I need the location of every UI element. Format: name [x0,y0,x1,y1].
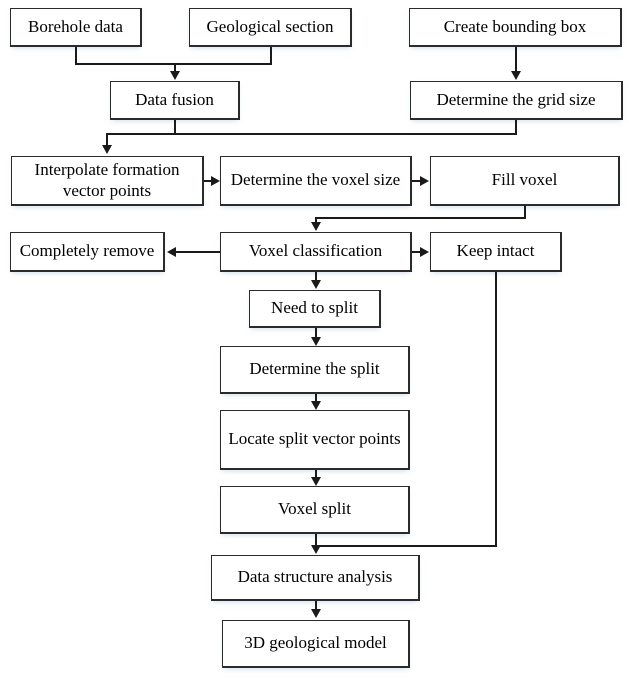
edge-borehole-to-merge [75,47,77,65]
node-voxel-split[interactable]: Voxel split [220,486,410,534]
arrowhead-to-data-structure-analysis [311,545,321,554]
arrowhead-to-need-to-split [311,280,321,289]
edge-determine-split-to-locate-points [315,394,317,403]
node-determine-voxel-size[interactable]: Determine the voxel size [220,156,412,206]
arrowhead-to-completely-remove [167,247,176,257]
arrowhead-to-determine-the-split [311,337,321,346]
node-label: Completely remove [19,241,155,261]
node-label: Geological section [206,16,334,36]
edge-voxel-classification-to-need-split [315,272,317,283]
node-determine-grid-size[interactable]: Determine the grid size [410,81,623,120]
edge-fill-voxel-down-stub [524,206,526,219]
arrowhead-to-locate-split-points [311,401,321,410]
node-label: Voxel classification [248,241,383,261]
node-3d-geological-model[interactable]: 3D geological model [222,620,410,668]
edge-interpolate-to-voxel-size [204,180,213,182]
node-borehole-data[interactable]: Borehole data [10,8,142,47]
node-label: Need to split [271,298,358,318]
node-keep-intact[interactable]: Keep intact [430,232,562,272]
node-locate-split-vector-points[interactable]: Locate split vector points [220,410,410,470]
node-label: Determine the split [249,359,380,379]
edge-fill-voxel-elbow [315,217,526,219]
node-label: Voxel split [278,499,351,519]
edge-need-split-to-determine-split [315,328,317,339]
edge-elbow-to-voxel-classification [315,217,317,226]
node-label: Borehole data [28,16,123,36]
arrowhead-to-voxel-split [311,477,321,486]
arrowhead-to-voxel-classification [311,222,321,231]
node-label: Interpolate formation vector points [34,160,180,200]
edge-bounding-box-to-grid-size [515,47,517,74]
edge-voxel-classification-to-keep-intact [412,251,422,253]
node-determine-the-split[interactable]: Determine the split [220,346,410,394]
node-data-structure-analysis[interactable]: Data structure analysis [211,555,420,601]
edge-voxel-size-to-fill-voxel [412,180,422,182]
node-data-fusion[interactable]: Data fusion [110,81,240,120]
node-label: Create bounding box [443,16,587,36]
edge-voxel-split-to-data-structure [315,534,317,546]
edge-merge-to-data-fusion [174,63,176,74]
arrowhead-to-interpolate [102,145,112,154]
edge-merge-bar-data-fusion [75,63,272,65]
arrowhead-to-data-fusion [170,71,180,80]
edge-keep-intact-down [495,272,497,547]
edge-data-structure-to-geological-model [315,601,317,611]
node-create-bounding-box[interactable]: Create bounding box [409,8,622,47]
node-label: Data structure analysis [237,567,393,587]
edge-merge-bar-interpolate [106,133,517,135]
arrowhead-to-voxel-size [211,176,220,186]
node-label: 3D geological model [244,633,387,653]
node-label: Keep intact [456,241,535,261]
edge-grid-size-down-stub [515,120,517,135]
node-geological-section[interactable]: Geological section [189,8,352,47]
arrowhead-to-fill-voxel [420,176,429,186]
arrowhead-to-grid-size [511,71,521,80]
edge-data-fusion-down-stub [174,120,176,135]
edge-voxel-classification-to-remove [176,251,220,253]
node-label: Fill voxel [491,170,558,190]
edge-merge-to-interpolate [106,133,108,147]
node-need-to-split[interactable]: Need to split [249,290,381,328]
edge-keep-intact-join-bar [315,545,497,547]
arrowhead-to-3d-geological-model [311,609,321,618]
node-label: Determine the grid size [436,89,596,109]
node-label: Locate split vector points [228,429,401,449]
node-label: Data fusion [135,89,214,109]
node-voxel-classification[interactable]: Voxel classification [220,232,412,272]
edge-locate-points-to-voxel-split [315,470,317,479]
node-completely-remove[interactable]: Completely remove [10,232,165,272]
arrowhead-to-keep-intact [420,247,429,257]
node-interpolate-formation-vector-points[interactable]: Interpolate formation vector points [11,156,204,206]
node-fill-voxel[interactable]: Fill voxel [430,156,620,206]
node-label: Determine the voxel size [230,170,401,190]
edge-geological-section-to-merge [270,47,272,65]
